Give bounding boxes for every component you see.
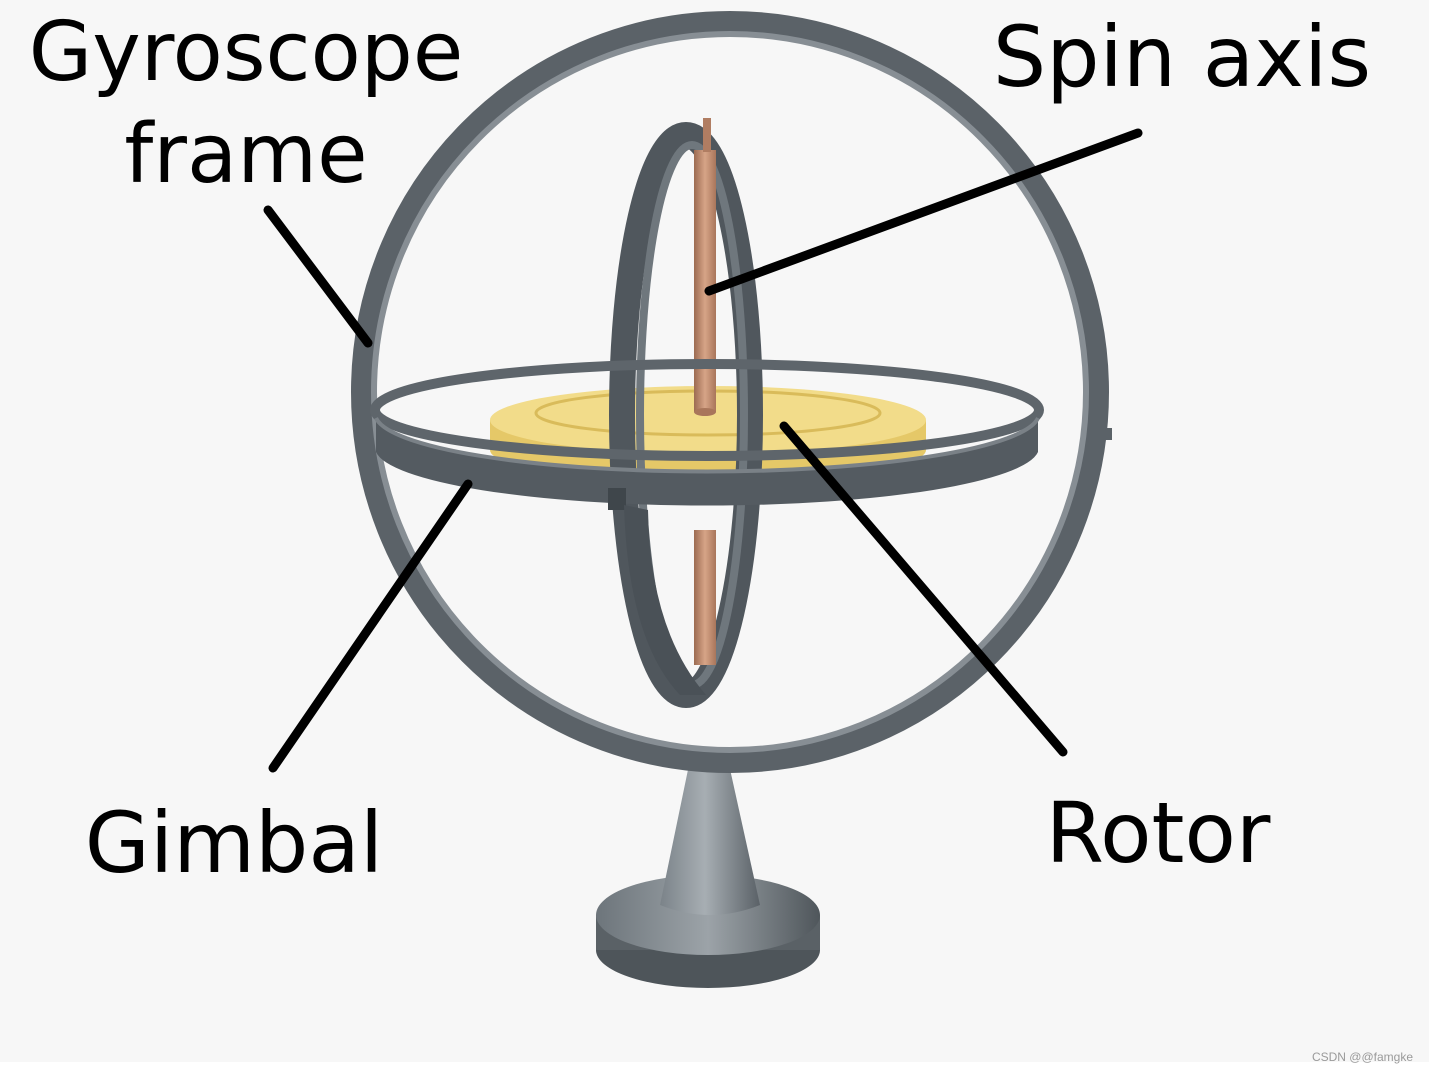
gyroscope-frame-ring bbox=[351, 11, 1112, 773]
leader-line-gimbal bbox=[268, 479, 473, 773]
bottom-strip bbox=[0, 1062, 1429, 1072]
label-spin-axis: Spin axis bbox=[993, 8, 1371, 106]
leader-line-spin-axis bbox=[704, 128, 1143, 296]
inner-gimbal-front bbox=[624, 505, 706, 695]
label-rotor: Rotor bbox=[1046, 784, 1271, 882]
watermark: CSDN @@famgke bbox=[1311, 1050, 1413, 1064]
label-gimbal: Gimbal bbox=[85, 794, 383, 892]
label-gyroscope-frame-line2: frame bbox=[124, 107, 367, 202]
leader-lines bbox=[263, 128, 1143, 773]
label-gyroscope-frame-line1: Gyroscope bbox=[29, 5, 464, 100]
horizontal-gimbal-ring bbox=[370, 359, 1044, 510]
leader-line-gyroscope-frame bbox=[263, 205, 373, 348]
spin-axis-rod bbox=[694, 118, 716, 665]
leader-line-rotor bbox=[779, 421, 1068, 757]
stand-base bbox=[596, 760, 820, 988]
